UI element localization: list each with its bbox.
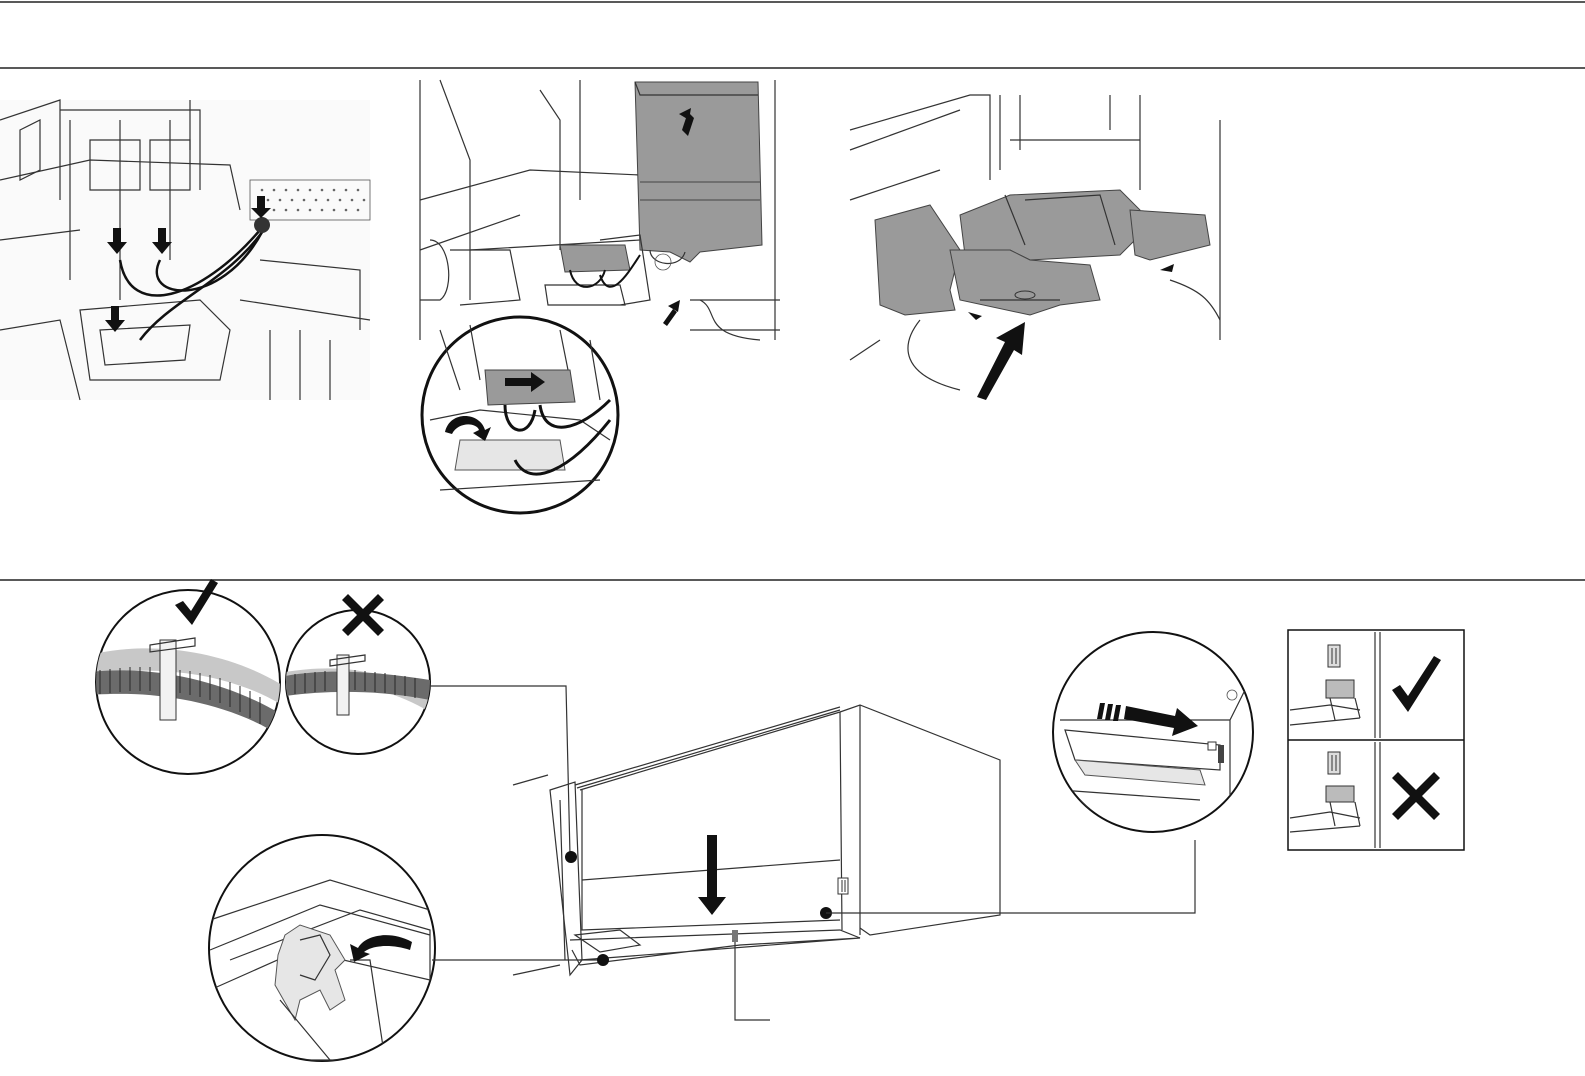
- panel-wiring-harness: [0, 100, 370, 400]
- panel-latch-detail: [209, 835, 435, 1061]
- arrow-insert: [977, 322, 1025, 400]
- panel-drawer-assembly: [513, 705, 1000, 1020]
- panel-tank-removal: [420, 80, 780, 513]
- panel-module-insertion: [850, 95, 1220, 400]
- detail-magnifier: [422, 317, 618, 513]
- callout-dot-latch: [597, 954, 609, 966]
- arrow-down-drawer: [698, 835, 726, 915]
- callout-dot-hose: [565, 851, 577, 863]
- panel-hose-incorrect: [285, 594, 430, 754]
- pointer-right: [1160, 264, 1174, 272]
- arrow-up-small: [663, 300, 680, 326]
- panel-alignment: [1288, 630, 1464, 850]
- panel-hose-correct: [90, 579, 290, 774]
- water-tank: [635, 82, 762, 262]
- pointer-left: [968, 312, 982, 320]
- panel-slide-detail: [1053, 632, 1253, 850]
